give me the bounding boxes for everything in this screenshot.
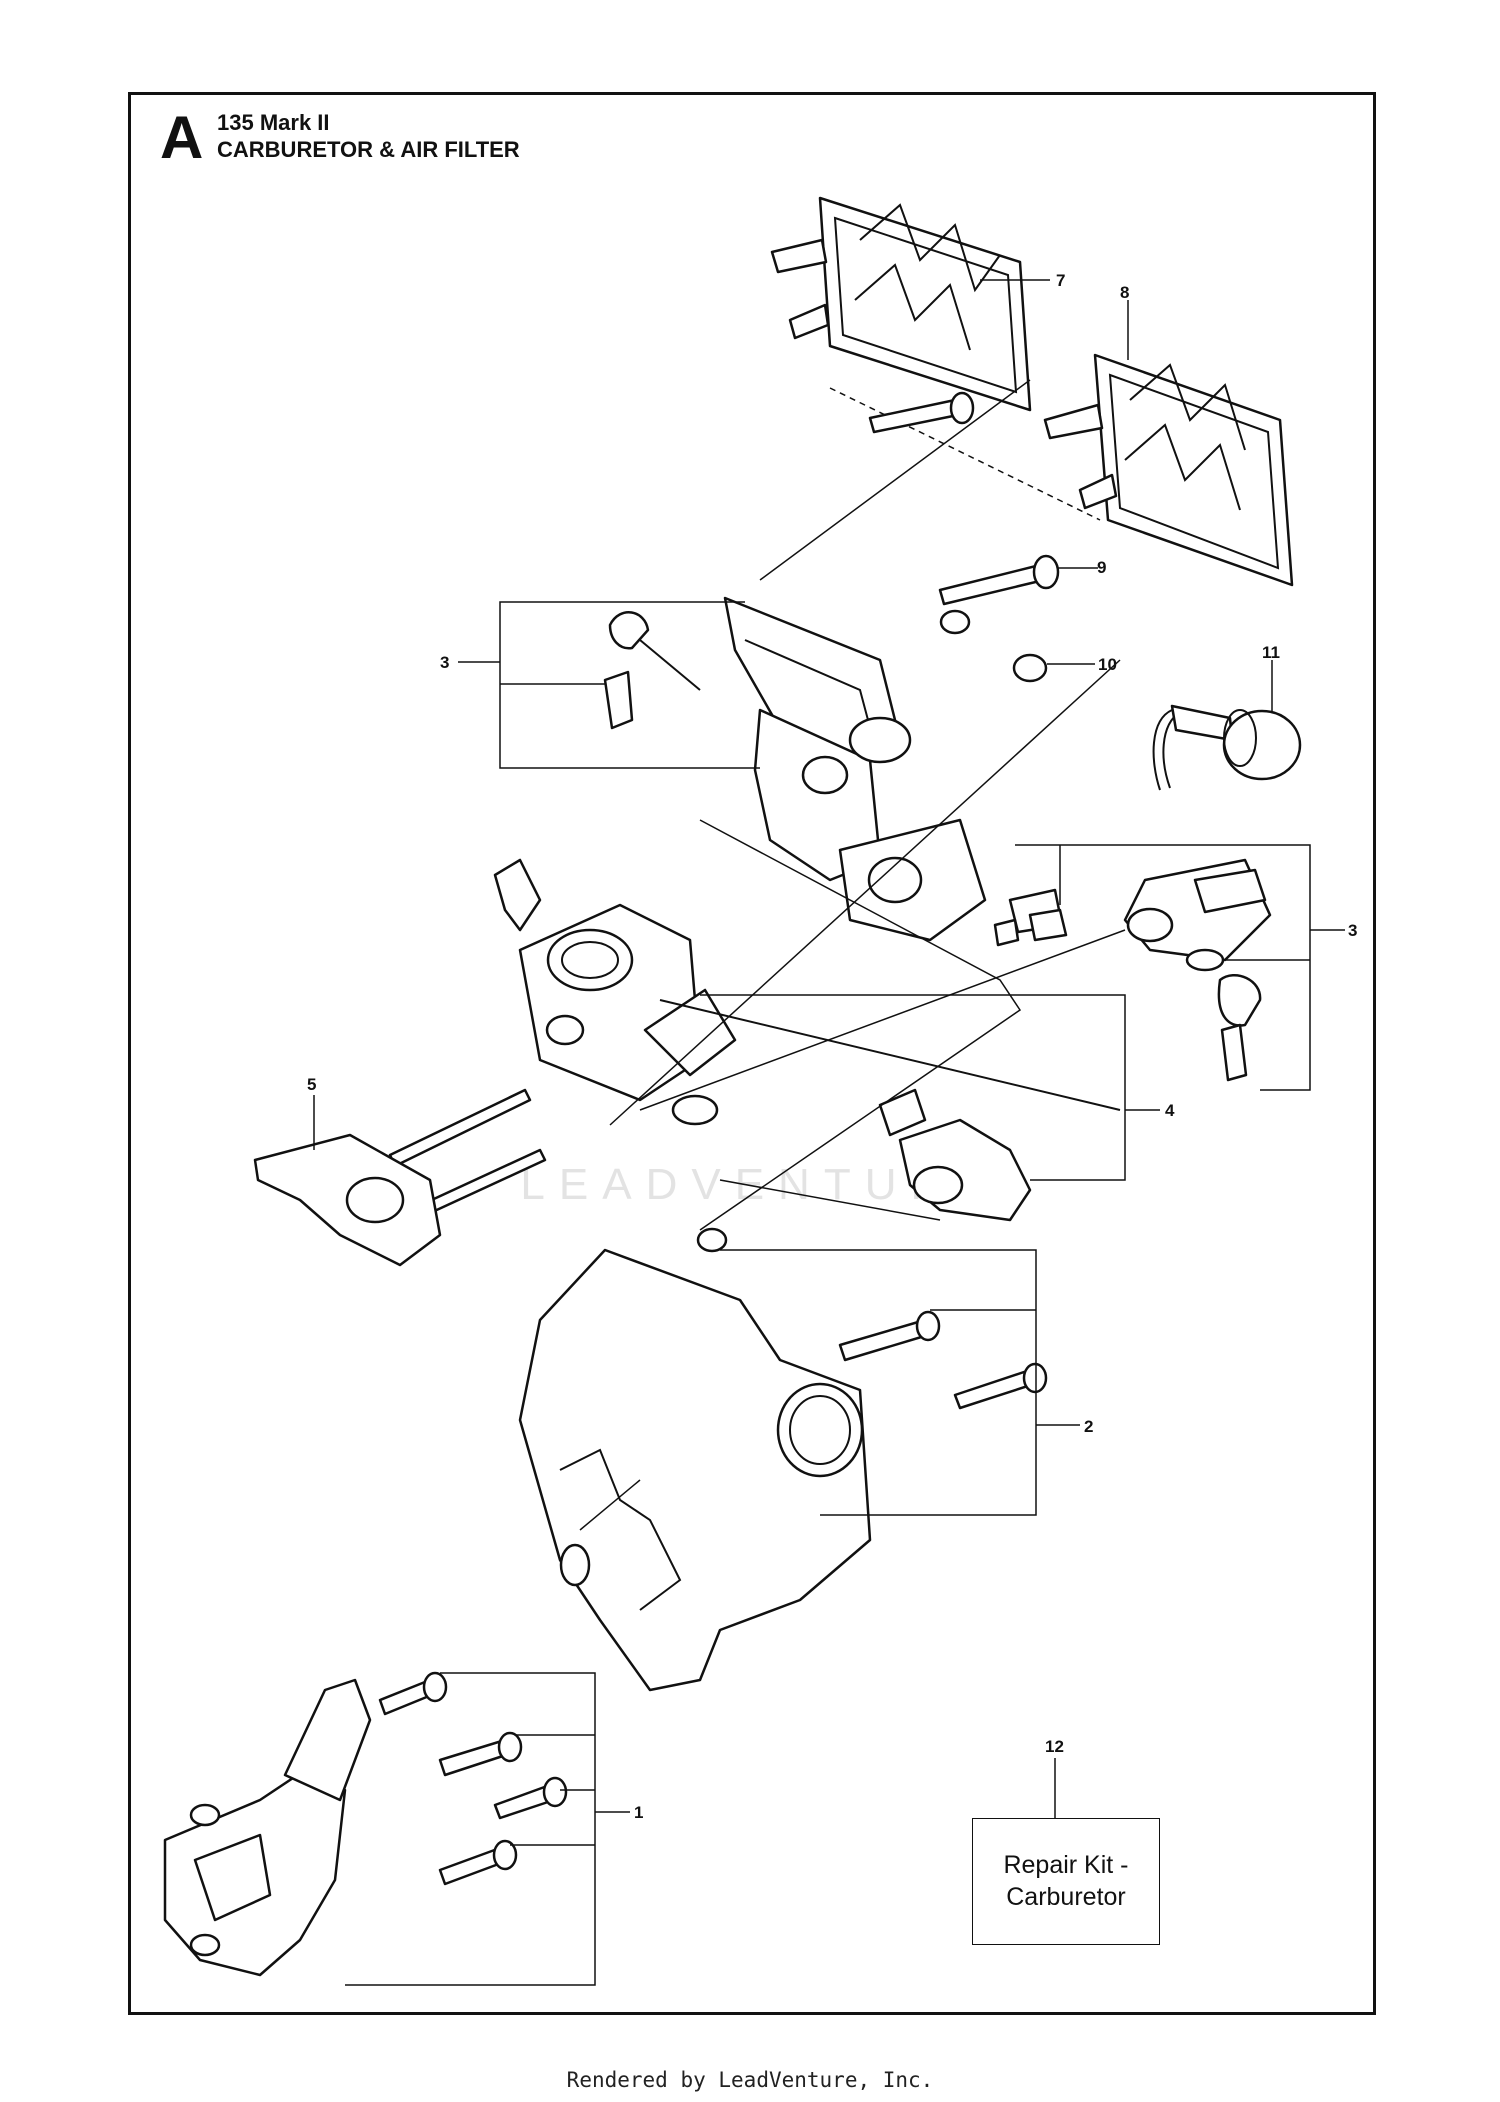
bracket-3-right: [1015, 844, 1345, 1091]
bracket-4: [700, 994, 1160, 1181]
bracket-2: [720, 1249, 1080, 1516]
part-1-intake-manifold[interactable]: [163, 1671, 568, 1977]
diagram-frame: [128, 92, 1376, 2015]
callout-12[interactable]: 12: [1045, 1737, 1064, 1756]
section-letter: A: [160, 104, 204, 171]
callout-10[interactable]: 10: [1098, 655, 1117, 674]
part-8-air-filter[interactable]: [1043, 300, 1294, 587]
callout-7[interactable]: 7: [1056, 271, 1065, 290]
part-4-intake-adapter[interactable]: [659, 999, 1121, 1222]
part-3-air-filter-holder[interactable]: [603, 596, 987, 942]
footer-credit: Rendered by LeadVenture, Inc.: [566, 2068, 934, 2092]
part-11-primer-bulb[interactable]: [1152, 660, 1302, 791]
section-title: CARBURETOR & AIR FILTER: [217, 137, 520, 162]
callout-4[interactable]: 4: [1165, 1101, 1175, 1120]
callout-9[interactable]: 9: [1097, 558, 1106, 577]
bracket-1: [345, 1672, 630, 1986]
repair-kit-label: Repair Kit - Carburetor: [1003, 1851, 1129, 1911]
callout-11[interactable]: 11: [1262, 643, 1280, 662]
part-3-choke-control[interactable]: [993, 858, 1272, 1082]
callout-2[interactable]: 2: [1084, 1417, 1093, 1436]
callout-8[interactable]: 8: [1120, 283, 1129, 302]
part-9-screw[interactable]: [868, 391, 1098, 606]
callout-3-upper[interactable]: 3: [440, 653, 449, 672]
callout-3-right[interactable]: 3: [1348, 921, 1357, 940]
part-10-grommet[interactable]: [939, 609, 1095, 683]
repair-kit-box[interactable]: Repair Kit - Carburetor: [972, 1818, 1160, 1945]
part-2-filter-housing[interactable]: [518, 1227, 1048, 1692]
part-5-carburetor[interactable]: [253, 858, 737, 1267]
bracket-3-upper: [458, 601, 760, 769]
part-7-air-filter[interactable]: [770, 196, 1050, 412]
callout-1[interactable]: 1: [634, 1803, 643, 1822]
callout-5[interactable]: 5: [307, 1075, 316, 1094]
model-title: 135 Mark II: [217, 110, 330, 135]
